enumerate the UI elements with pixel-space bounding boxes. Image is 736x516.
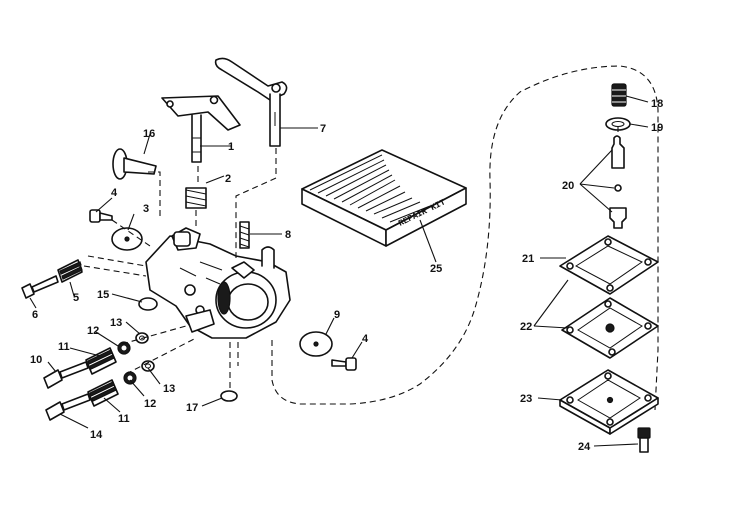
o-ring-part-13-lower [141, 360, 155, 372]
callout-19: 19 [651, 122, 663, 134]
callout-13-upper: 13 [110, 317, 122, 329]
callout-4-upper: 4 [111, 187, 118, 199]
callout-12-lower: 12 [144, 398, 156, 410]
screw-part-24 [637, 427, 651, 453]
choke-shaft-part-16 [112, 148, 157, 180]
repair-kit-box-part-25: REPAIR KIT [301, 149, 467, 247]
callout-15: 15 [97, 289, 109, 301]
carburetor-body [145, 227, 291, 339]
callout-23: 23 [520, 393, 532, 405]
callout-11-lower: 11 [118, 413, 130, 425]
callout-14: 14 [90, 429, 103, 441]
callout-7: 7 [320, 123, 326, 135]
callout-8: 8 [285, 229, 291, 241]
callout-25: 25 [430, 263, 442, 275]
callout-20: 20 [562, 180, 574, 192]
callout-5: 5 [73, 292, 79, 304]
diaphragm-part-22 [561, 297, 659, 359]
washer-part-12-upper [117, 341, 131, 355]
inlet-needle-part-20 [609, 135, 627, 229]
kit-dashed-boundary [271, 65, 659, 411]
callout-22: 22 [520, 321, 532, 333]
needle-spring-part-11-upper [85, 347, 117, 375]
spring-part-8 [239, 221, 250, 249]
idle-screw-part-6 [21, 275, 59, 299]
choke-lever-part-1 [161, 95, 241, 163]
welch-plug-part-15 [138, 297, 158, 311]
callout-2: 2 [225, 173, 231, 185]
callout-21: 21 [522, 253, 534, 265]
callout-12-upper: 12 [87, 325, 99, 337]
callout-labels: 1 2 3 4 5 6 7 8 9 4 10 11 11 12 12 13 13… [30, 98, 663, 453]
assembly-guide-lines [83, 126, 619, 390]
screw-part-4-upper [89, 209, 113, 223]
callout-6: 6 [32, 309, 38, 321]
callout-4-lower: 4 [362, 333, 369, 345]
mixture-needle-part-14 [45, 393, 91, 421]
screw-part-4-lower [331, 357, 357, 371]
callout-24: 24 [578, 441, 591, 453]
gasket-part-21 [559, 235, 659, 295]
throttle-shaft-part-7 [214, 57, 288, 147]
mixture-needle-part-10 [43, 361, 89, 389]
callout-18: 18 [651, 98, 663, 110]
leader-lines [29, 95, 649, 447]
washer-part-12-lower [123, 371, 137, 385]
spring-part-2 [185, 187, 207, 209]
callout-9: 9 [334, 309, 340, 321]
plug-part-17 [220, 390, 238, 402]
callout-1: 1 [228, 141, 234, 153]
callout-3: 3 [143, 203, 149, 215]
needle-spring-part-11-lower [87, 379, 119, 407]
choke-plate-part-3 [111, 227, 143, 251]
callout-13-lower: 13 [163, 383, 175, 395]
callout-10: 10 [30, 354, 42, 366]
callout-11-upper: 11 [58, 341, 70, 353]
idle-spring-part-5 [57, 259, 83, 283]
cover-part-23 [559, 369, 659, 435]
callout-17: 17 [186, 402, 198, 414]
callout-16: 16 [143, 128, 155, 140]
throttle-plate-part-9 [299, 331, 333, 357]
spring-part-18 [611, 83, 627, 107]
